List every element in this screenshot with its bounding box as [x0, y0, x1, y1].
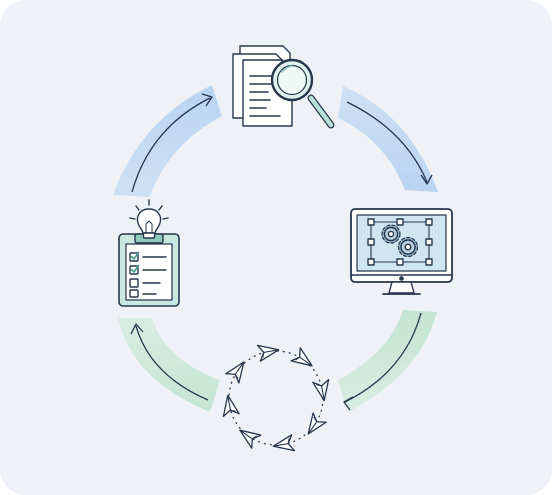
connector-research-to-design	[338, 86, 438, 192]
paper-plane-icon	[225, 361, 245, 384]
monitor-gears-icon	[350, 208, 453, 295]
connector-distribute-to-plan	[118, 318, 220, 412]
gear-icon	[397, 236, 419, 258]
gear-icon	[381, 224, 401, 244]
paper-plane-icon	[312, 378, 330, 402]
clipboard-idea-icon	[118, 199, 180, 307]
paper-plane-icon	[272, 434, 296, 452]
paper-plane-icon	[222, 394, 240, 418]
document-search-icon	[232, 45, 335, 129]
paper-planes-cycle-icon	[222, 344, 330, 452]
connector-plan-to-research	[113, 85, 222, 197]
connector-design-to-distribute	[338, 310, 437, 412]
paper-plane-icon	[256, 344, 280, 362]
paper-plane-icon	[239, 429, 262, 449]
paper-plane-icon	[290, 347, 313, 367]
paper-plane-icon	[307, 412, 327, 435]
